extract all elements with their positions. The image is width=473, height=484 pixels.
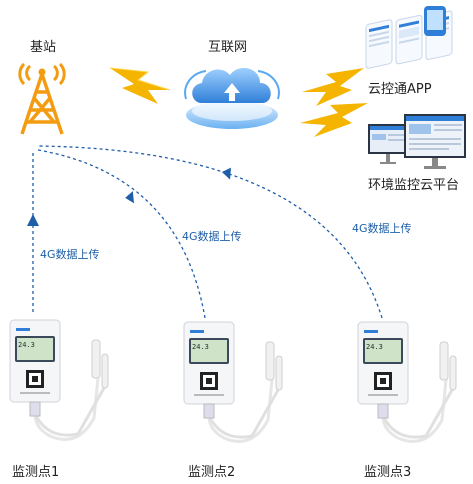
cloud-icon <box>184 68 280 129</box>
cell-tower-icon <box>18 62 66 135</box>
lightning-right-icon-2 <box>300 103 368 137</box>
link-arrow-3 <box>221 167 231 180</box>
sensor-reading: 24.3 <box>366 343 383 351</box>
sensor-reading: 24.3 <box>192 343 209 351</box>
device-label-1: 监测点1 <box>12 465 60 480</box>
internet-label: 互联网 <box>208 40 248 55</box>
link-arrow-1 <box>27 214 39 226</box>
sensor-reading: 24.3 <box>18 341 35 349</box>
platform-label: 环境监控云平台 <box>368 178 460 193</box>
device-label-2: 监测点2 <box>188 465 236 480</box>
sensor-device-icon <box>183 321 283 443</box>
sensor-device-icon <box>357 321 457 443</box>
link-label-1: 4G数据上传 <box>40 248 100 261</box>
lightning-left-icon <box>109 67 171 104</box>
monitor-screens-icon <box>368 114 466 169</box>
sensor-device-3: 24.3 <box>356 320 466 459</box>
link-label-3: 4G数据上传 <box>352 222 412 235</box>
lightning-right-icon-1 <box>302 68 364 106</box>
sensor-device-1: 24.3 <box>8 318 118 457</box>
app-screens-icon <box>365 6 453 69</box>
link-line-2 <box>37 149 206 319</box>
app-label: 云控通APP <box>368 82 432 97</box>
link-label-2: 4G数据上传 <box>182 230 242 243</box>
sensor-device-2: 24.3 <box>182 320 292 459</box>
link-arrow-2 <box>125 191 134 204</box>
device-label-3: 监测点3 <box>364 465 412 480</box>
link-line-3 <box>37 145 383 319</box>
sensor-device-icon <box>9 319 109 441</box>
base-station-label: 基站 <box>30 40 57 55</box>
